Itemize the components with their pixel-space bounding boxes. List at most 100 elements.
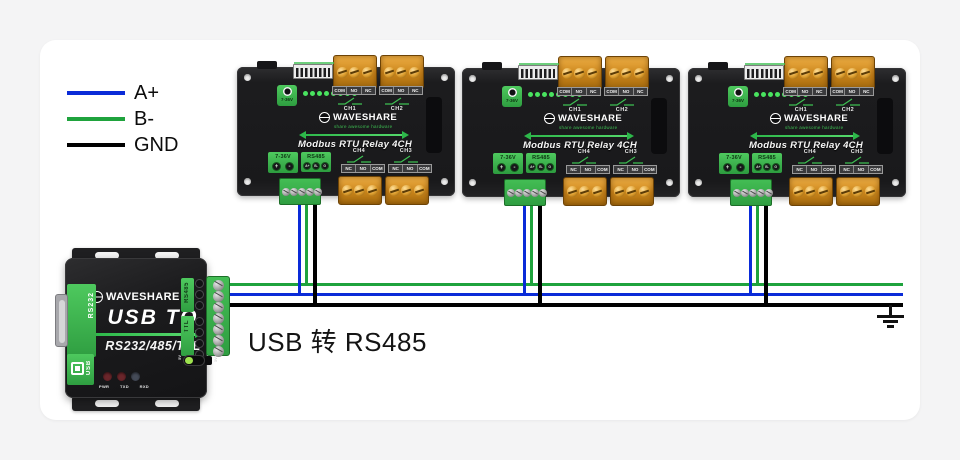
- jack-barrel: [507, 88, 517, 97]
- pin-labels-ch4: NC NO COM: [792, 165, 836, 174]
- pin-label: COM: [820, 166, 835, 173]
- channel-label: CH3: [399, 148, 413, 154]
- terminal-screw: [634, 67, 646, 79]
- relay-module-3: 7-36V COM NO NC COM NO NC CH1 CH2 WAVESH…: [688, 56, 906, 206]
- converter-screw-terminal: [206, 276, 230, 357]
- relay-output-terminal-ch2: [605, 56, 649, 90]
- terminal-screw: [765, 188, 773, 197]
- dip-switch: [293, 62, 334, 79]
- ground-symbol: [877, 303, 905, 329]
- pin-label: NC: [585, 88, 600, 95]
- toggle-knob: [185, 357, 193, 364]
- terminal-screw: [401, 185, 413, 196]
- side-slot: [651, 98, 667, 154]
- pin-labels-ch1: COM NO NC: [783, 87, 827, 96]
- pin-label: NC: [632, 88, 647, 95]
- usb-port-panel: USB: [67, 354, 94, 385]
- waveshare-logo: WAVESHARE: [319, 111, 403, 124]
- screw-hole: [469, 75, 476, 82]
- screw-hole: [695, 179, 702, 186]
- terminal-screw: [212, 291, 224, 302]
- channel-label: CH4: [577, 149, 591, 155]
- pin-labels-ch3: NC NO COM: [839, 165, 883, 174]
- rs485-pin: [195, 301, 204, 310]
- status-led-row: [754, 92, 759, 97]
- double-arrow-icon: [750, 132, 860, 140]
- relay-output-terminal-ch1: [333, 55, 377, 89]
- terminal-screw: [212, 313, 224, 324]
- channel-label: CH2: [390, 106, 404, 112]
- txd-led: [117, 372, 126, 381]
- power-terminal-block: 7-36V + -: [719, 153, 749, 174]
- a-plus-drop-module-2: [523, 190, 526, 296]
- a-plus-drop-module-3: [749, 190, 752, 296]
- power-rs485-screw-terminal: [504, 179, 547, 206]
- terminal-screw: [314, 187, 322, 196]
- power-terminal-block: 7-36V + -: [493, 153, 523, 174]
- pin-label: NO: [797, 88, 812, 95]
- screw-hole: [695, 75, 702, 82]
- pin-label: COM: [416, 165, 431, 172]
- pin-labels-ch3: NC NO COM: [388, 164, 432, 173]
- terminal-screw: [741, 188, 749, 197]
- terminal-screw: [608, 67, 620, 79]
- pin-label: NO: [853, 166, 868, 173]
- channel-label: CH2: [841, 107, 855, 113]
- pin-label: NC: [407, 87, 422, 94]
- relay-contact-symbol: [385, 97, 409, 105]
- screw-hole: [441, 74, 448, 81]
- relay-contact-symbol: [572, 156, 596, 164]
- pin-label: COM: [867, 166, 882, 173]
- pin-label: NC: [342, 165, 356, 172]
- pin-a-plus: A+: [528, 163, 537, 171]
- pin-minus: -: [510, 163, 519, 172]
- channel-label: CH3: [624, 149, 638, 155]
- terminal-screw: [349, 66, 361, 78]
- power-pins: + -: [270, 162, 296, 171]
- pin-label: COM: [333, 87, 347, 94]
- terminal-screw: [354, 185, 366, 196]
- terminal-screw: [800, 67, 812, 79]
- power-terminal-block: 7-36V + -: [268, 152, 298, 173]
- double-arrow-icon: [524, 132, 634, 140]
- rs485-label: RS485: [183, 282, 190, 303]
- relay-contact-symbol: [836, 98, 860, 106]
- dc-power-jack: 7-36V: [502, 86, 522, 107]
- channel-label: CH2: [615, 107, 629, 113]
- terminal-screw: [839, 186, 851, 197]
- pin-labels-ch2: COM NO NC: [830, 87, 874, 96]
- terminal-screw: [383, 66, 395, 78]
- pin-b-minus: B-: [762, 163, 771, 171]
- legend-label: A+: [134, 81, 160, 104]
- terminal-screw: [834, 67, 846, 79]
- side-slot: [877, 98, 893, 154]
- rs232-port-panel: RS232: [67, 284, 96, 357]
- terminal-screw: [336, 66, 348, 78]
- brand-tagline: share awesome hardware: [785, 125, 844, 130]
- txd-led-label: TXD: [119, 384, 129, 389]
- ttl-pin: [195, 317, 204, 326]
- channel-label: CH1: [794, 107, 808, 113]
- mounting-tab: [72, 396, 200, 411]
- side-button: [205, 356, 212, 365]
- rs485-terminal-block: RS485 A+ B- G: [301, 152, 331, 172]
- b-minus-bus-wire: [222, 283, 903, 286]
- terminal-screw: [367, 185, 379, 196]
- brand-roundel-icon: [319, 112, 330, 123]
- terminal-screw: [212, 302, 224, 313]
- pin-minus: -: [736, 163, 745, 172]
- terminal-screw: [847, 67, 859, 79]
- power-block-label: 7-36V: [500, 155, 516, 161]
- rs485-pins: A+ B- G: [528, 163, 554, 171]
- pin-label: NC: [858, 88, 873, 95]
- relay-output-terminal-ch3: [385, 176, 429, 205]
- terminal-screw: [212, 335, 224, 346]
- brand-tagline: share awesome hardware: [559, 125, 618, 130]
- rs485-pins: A+ B- G: [303, 162, 329, 170]
- terminal-screw: [362, 66, 374, 78]
- pin-label: COM: [605, 88, 619, 95]
- gnd-drop-module-3: [764, 190, 768, 307]
- power-pins: + -: [721, 163, 747, 172]
- mounting-slot: [95, 400, 119, 407]
- terminal-screw: [298, 187, 306, 196]
